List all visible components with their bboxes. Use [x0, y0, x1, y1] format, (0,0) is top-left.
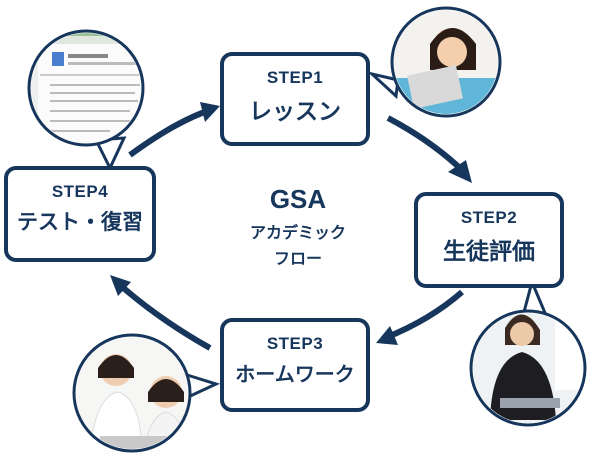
step1-label: レッスン	[249, 99, 341, 125]
arrow-heads	[110, 102, 472, 345]
step3-box: STEP3 ホームワーク	[220, 318, 370, 412]
step4-label: テスト・復習	[17, 210, 143, 234]
photo-bubble-teacher	[469, 277, 587, 427]
arrowhead-2	[376, 326, 398, 345]
arrow-step3-to-step4	[118, 282, 212, 351]
photo-bubble-parent-child	[72, 333, 221, 453]
step2-number: STEP2	[460, 208, 518, 227]
photo-bubble-student	[366, 6, 502, 118]
arrow-step4-to-step1	[128, 107, 211, 158]
center-subtitle-2: フロー	[273, 249, 322, 268]
arrowhead-4	[200, 102, 220, 122]
arrow-step1-to-step2	[386, 115, 465, 173]
photo-bubble-document	[27, 29, 145, 172]
arrow-step2-to-step3	[383, 289, 464, 341]
step4-number: STEP4	[51, 182, 109, 201]
center-title: GSA	[269, 184, 327, 214]
arrowhead-1	[448, 160, 472, 183]
step1-box: STEP1 レッスン	[220, 52, 370, 146]
step2-box: STEP2 生徒評価	[414, 192, 564, 288]
center-subtitle-1: アカデミック	[249, 223, 346, 242]
mother-child-icon	[76, 337, 188, 449]
step3-number: STEP3	[266, 334, 324, 353]
center-label: GSA アカデミック フロー	[218, 184, 378, 269]
arrowhead-3	[110, 275, 131, 296]
step4-box: STEP4 テスト・復習	[4, 166, 156, 262]
step1-number: STEP1	[266, 68, 324, 87]
document-screen-icon	[31, 33, 141, 143]
step2-label: 生徒評価	[443, 239, 535, 265]
step3-label: ホームワーク	[235, 362, 355, 386]
teacher-headset-icon	[473, 313, 583, 423]
